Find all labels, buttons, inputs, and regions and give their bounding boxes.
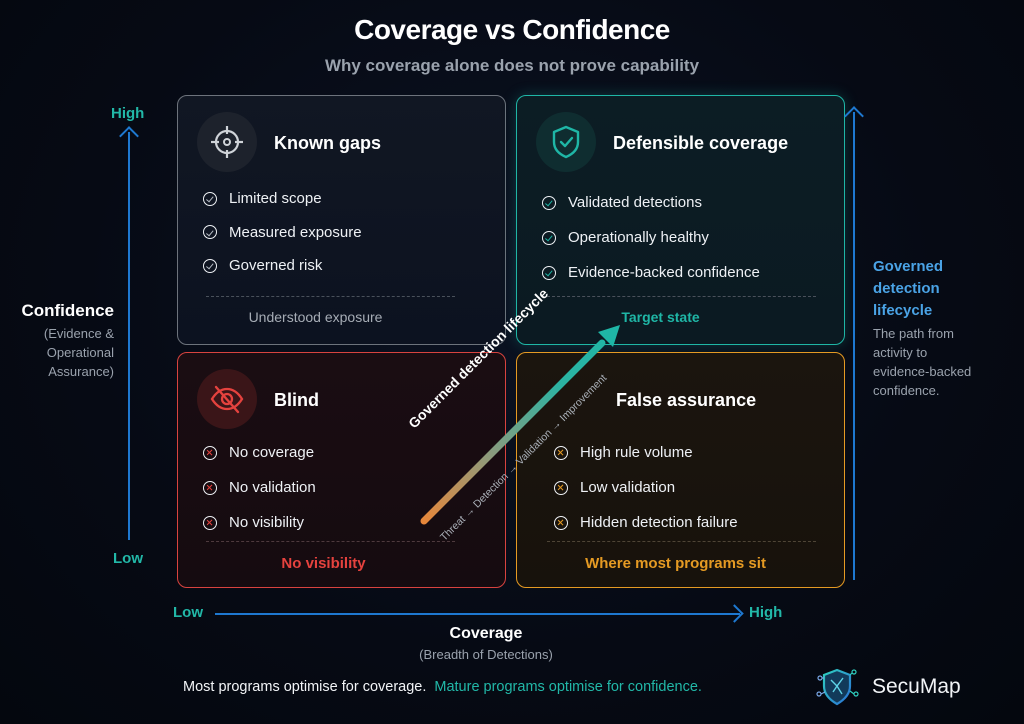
shield-check-icon <box>536 112 596 172</box>
list-item-label: Limited scope <box>229 190 322 208</box>
x-axis-low-label: Low <box>173 604 203 621</box>
divider <box>206 296 455 297</box>
lifecycle-axis-arrow-icon <box>844 106 864 126</box>
check-circle-icon <box>203 258 217 273</box>
divider <box>547 296 816 297</box>
check-circle-icon <box>203 225 217 240</box>
side-note-title: Governed detection lifecycle <box>873 256 1013 322</box>
quadrant-title: Blind <box>274 390 319 410</box>
shield-circuit-logo-icon <box>816 668 859 706</box>
quadrant-footer: No visibility <box>281 555 366 572</box>
list-item: No coverage <box>203 435 316 470</box>
side-note-title-line: lifecycle <box>873 302 933 319</box>
y-axis-high-label: High <box>111 105 145 122</box>
x-axis-line <box>215 613 740 615</box>
x-circle-icon <box>203 480 217 495</box>
brand-name: SecuMap <box>872 675 961 698</box>
x-axis-sublabel: (Breadth of Detections) <box>419 647 553 662</box>
quadrant-items: High rule volume Low validation Hidden d… <box>554 435 738 540</box>
tagline-part-1: Most programs optimise for coverage. <box>183 679 427 695</box>
list-item-label: Evidence-backed confidence <box>568 264 760 281</box>
check-circle-icon <box>542 230 556 245</box>
x-circle-icon <box>554 480 568 495</box>
y-axis-low-label: Low <box>113 550 143 567</box>
list-item: Validated detections <box>542 185 760 220</box>
brand: SecuMap <box>814 664 961 710</box>
quadrant-title: Known gaps <box>274 133 381 153</box>
tagline: Most programs optimise for coverage. Matu… <box>183 679 702 695</box>
quadrant-footer: Where most programs sit <box>585 555 766 572</box>
eye-off-icon <box>197 369 257 429</box>
list-item-label: Measured exposure <box>229 223 362 241</box>
quadrant-false-assurance: False assurance High rule volume Low val… <box>516 352 845 588</box>
quadrant-footer: Understood exposure <box>248 309 383 325</box>
list-item-label: No coverage <box>229 444 315 461</box>
list-item: No validation <box>203 470 316 505</box>
check-circle-icon <box>203 191 217 206</box>
divider <box>547 541 816 542</box>
y-axis-sublabel: (Evidence & Operational Assurance) <box>10 324 114 381</box>
side-note-body-line: The path from <box>873 326 954 341</box>
x-circle-icon <box>554 445 568 460</box>
list-item-label: Hidden detection failure <box>580 514 738 531</box>
list-item-label: High rule volume <box>580 444 693 461</box>
list-item: Hidden detection failure <box>554 505 738 540</box>
y-axis-sublabel-line: Operational <box>46 345 114 360</box>
quadrant-items: Validated detections Operationally healt… <box>542 185 760 290</box>
page-title: Coverage vs Confidence <box>354 14 670 45</box>
lifecycle-side-note: Governed detection lifecycle The path fr… <box>873 256 1013 400</box>
quadrant-known-gaps: Known gaps Limited scope Measured exposu… <box>177 95 506 345</box>
x-axis-high-label: High <box>749 604 783 621</box>
side-note-body-line: activity to <box>873 345 928 360</box>
quadrant-title: False assurance <box>616 390 757 410</box>
y-axis-line <box>128 132 130 540</box>
list-item: Evidence-backed confidence <box>542 255 760 290</box>
list-item: Governed risk <box>203 249 362 283</box>
list-item: Operationally healthy <box>542 220 760 255</box>
y-axis-arrow-icon <box>119 126 139 146</box>
list-item-label: Governed risk <box>229 257 323 275</box>
list-item: Measured exposure <box>203 216 362 250</box>
y-axis-sublabel-line: Assurance) <box>48 364 114 379</box>
list-item-label: No validation <box>229 479 316 496</box>
side-note-body-line: confidence. <box>873 383 940 398</box>
list-item: Low validation <box>554 470 738 505</box>
divider <box>206 541 455 542</box>
quadrant-title: Defensible coverage <box>613 133 789 153</box>
x-axis-title: Coverage (Breadth of Detections) <box>0 625 972 662</box>
side-note-body: The path from activity to evidence-backe… <box>873 324 1013 400</box>
page-subtitle: Why coverage alone does not prove capabi… <box>324 56 700 75</box>
side-note-body-line: evidence-backed <box>873 364 972 379</box>
list-item: No visibility <box>203 505 316 540</box>
x-circle-icon <box>203 445 217 460</box>
list-item-label: Operationally healthy <box>568 229 709 246</box>
x-axis-label: Coverage <box>449 625 523 642</box>
y-axis-label: Confidence <box>21 301 114 320</box>
lifecycle-axis-line <box>853 112 855 580</box>
check-circle-icon <box>542 265 556 280</box>
list-item-label: Low validation <box>580 479 676 496</box>
side-note-title-line: detection <box>873 280 940 297</box>
x-axis-arrow-icon <box>725 604 744 623</box>
tagline-part-2: Mature programs optimise for confidence. <box>434 679 702 695</box>
y-axis-sublabel-line: (Evidence & <box>43 326 114 341</box>
check-circle-icon <box>542 195 556 210</box>
list-item-label: No visibility <box>229 514 305 531</box>
y-axis-title: Confidence (Evidence & Operational Assur… <box>10 301 114 381</box>
quadrant-items: No coverage No validation No visibility <box>203 435 316 540</box>
x-circle-icon <box>554 515 568 530</box>
quadrant-footer: Target state <box>621 309 700 325</box>
side-note-title-line: Governed <box>873 258 944 275</box>
list-item-label: Validated detections <box>568 194 702 211</box>
quadrant-items: Limited scope Measured exposure Governed… <box>203 182 362 283</box>
list-item: Limited scope <box>203 182 362 216</box>
x-circle-icon <box>203 515 217 530</box>
target-crosshair-icon <box>197 112 257 172</box>
list-item: High rule volume <box>554 435 738 470</box>
quadrant-defensible-coverage: Defensible coverage Validated detections… <box>516 95 845 345</box>
